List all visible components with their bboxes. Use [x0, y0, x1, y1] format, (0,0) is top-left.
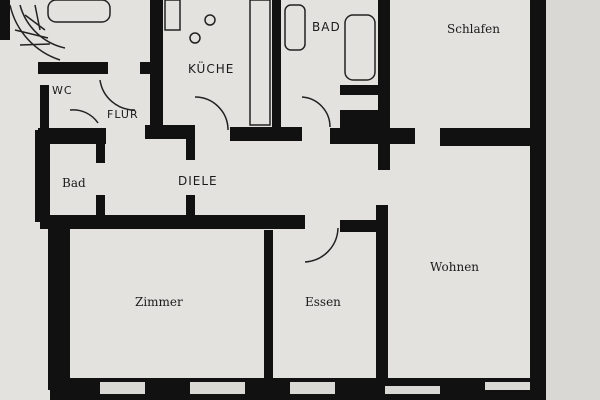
room-label-bad-left: Bad [62, 176, 86, 190]
room-label-diele: DIELE [178, 174, 218, 188]
room-label-wc: WC [52, 84, 73, 97]
room-label-schlafen: Schlafen [447, 22, 500, 36]
room-label-flur: FLUR [107, 108, 139, 121]
fixtures [9, 0, 376, 263]
room-label-wohnen: Wohnen [430, 260, 480, 274]
walls [0, 0, 546, 400]
room-label-bad-top: BAD [312, 20, 341, 34]
room-label-kueche: KÜCHE [188, 62, 235, 76]
windows [100, 382, 530, 394]
spiral-stair [9, 4, 61, 61]
room-label-essen: Essen [305, 295, 341, 309]
room-label-zimmer: Zimmer [135, 295, 183, 309]
